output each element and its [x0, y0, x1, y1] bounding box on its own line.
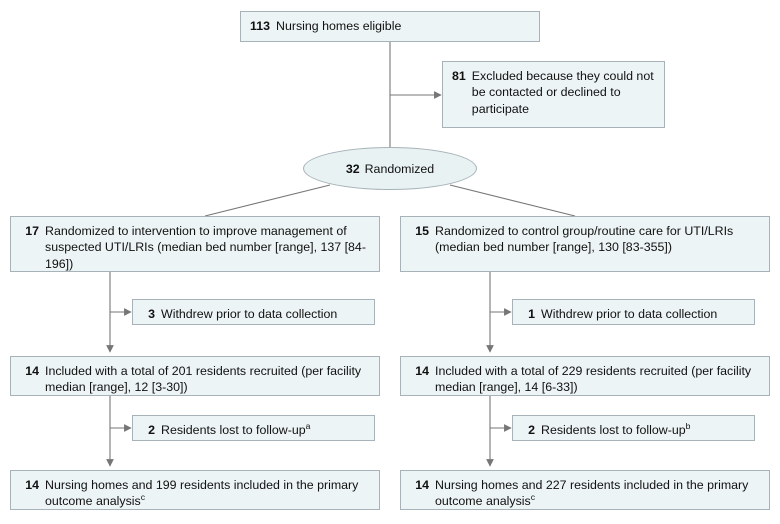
node-intervention-arm: 17 Randomized to intervention to improve…	[10, 216, 380, 272]
node-control-arm: 15 Randomized to control group/routine c…	[400, 216, 770, 272]
node-label: Randomized to control group/routine care…	[435, 224, 734, 255]
node-label-text: Nursing homes and 227 residents included…	[435, 478, 749, 509]
node-count: 15	[415, 224, 429, 238]
node-label: Included with a total of 201 residents r…	[45, 364, 362, 395]
node-label: Nursing homes and 199 residents included…	[45, 477, 370, 510]
node-intervention-analysis: 14 Nursing homes and 199 residents inclu…	[10, 470, 380, 510]
node-count: 14	[415, 478, 429, 492]
node-label-text: Residents lost to follow-up	[161, 423, 306, 437]
node-count: 81	[452, 69, 466, 83]
node-nursing-homes-eligible: 113 Nursing homes eligible	[240, 11, 540, 42]
node-randomized: 32 Randomized	[303, 147, 477, 190]
edge-randomized-to-intervention	[204, 184, 331, 217]
node-label: Randomized to intervention to improve ma…	[45, 224, 366, 271]
node-label: Nursing homes and 227 residents included…	[435, 477, 760, 510]
node-label: Withdrew prior to data collection	[541, 307, 718, 321]
node-control-lost-followup: 2 Residents lost to follow-upb	[512, 415, 755, 441]
node-count: 2	[528, 423, 535, 437]
node-count: 14	[25, 478, 39, 492]
node-control-included: 14 Included with a total of 229 resident…	[400, 356, 770, 396]
footnote-marker: c	[140, 492, 146, 503]
node-excluded: 81 Excluded because they could not be co…	[442, 61, 665, 128]
node-intervention-lost-followup: 2 Residents lost to follow-upa	[132, 415, 375, 441]
node-count: 113	[250, 19, 270, 33]
node-count: 3	[148, 307, 155, 321]
node-label: Residents lost to follow-upb	[541, 422, 745, 438]
node-count: 1	[528, 307, 535, 321]
node-intervention-withdrew: 3 Withdrew prior to data collection	[132, 299, 375, 325]
edge-randomized-to-control	[449, 184, 576, 217]
node-label: Randomized	[364, 161, 435, 176]
node-count: 14	[415, 364, 429, 378]
node-count: 2	[148, 423, 155, 437]
node-count: 14	[25, 364, 39, 378]
node-label-text: Residents lost to follow-up	[541, 423, 686, 437]
node-label: Excluded because they could not be conta…	[471, 69, 654, 116]
node-count: 17	[25, 224, 39, 238]
node-control-withdrew: 1 Withdrew prior to data collection	[512, 299, 755, 325]
node-control-analysis: 14 Nursing homes and 227 residents inclu…	[400, 470, 770, 510]
footnote-marker: c	[530, 492, 536, 503]
node-label-text: Nursing homes and 199 residents included…	[45, 478, 359, 509]
node-label: Residents lost to follow-upa	[161, 422, 365, 438]
node-count: 32	[345, 161, 360, 176]
node-label: Nursing homes eligible	[276, 19, 402, 33]
footnote-marker: a	[305, 420, 311, 431]
node-label: Included with a total of 229 residents r…	[435, 364, 752, 395]
node-label: Withdrew prior to data collection	[161, 307, 338, 321]
footnote-marker: b	[685, 420, 691, 431]
node-intervention-included: 14 Included with a total of 201 resident…	[10, 356, 380, 396]
